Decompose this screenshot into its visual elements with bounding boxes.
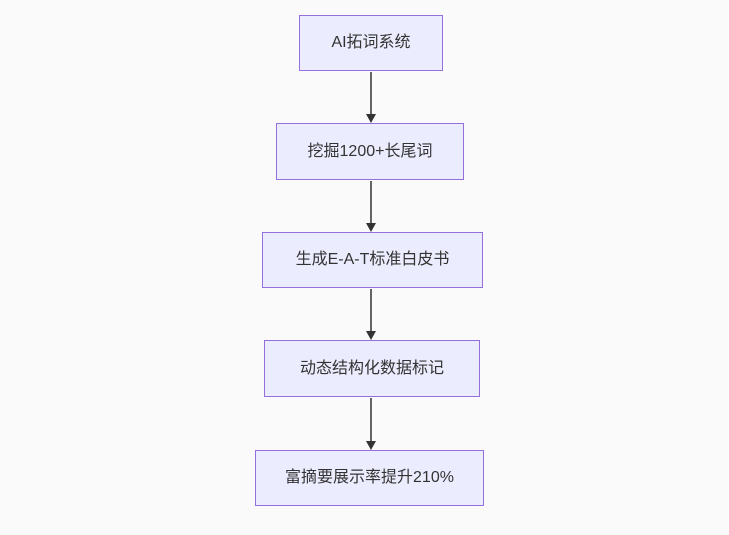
flow-node-structured-data-markup: 动态结构化数据标记 (264, 340, 480, 397)
node-label: 富摘要展示率提升210% (285, 469, 454, 487)
flow-node-longtail-mining: 挖掘1200+长尾词 (276, 123, 464, 180)
arrowhead-down-icon (366, 331, 376, 340)
arrow-step3-to-step4 (366, 289, 376, 340)
node-label: AI拓词系统 (331, 34, 411, 52)
arrow-step2-to-step3 (366, 181, 376, 232)
arrowhead-down-icon (366, 223, 376, 232)
flow-node-eat-whitepaper: 生成E-A-T标准白皮书 (262, 232, 483, 288)
node-label: 挖掘1200+长尾词 (307, 142, 433, 160)
node-label: 动态结构化数据标记 (299, 359, 444, 377)
arrowhead-down-icon (366, 441, 376, 450)
arrowhead-down-icon (366, 114, 376, 123)
flow-node-ai-keyword-system: AI拓词系统 (299, 15, 443, 71)
flow-node-rich-snippet-result: 富摘要展示率提升210% (255, 450, 484, 506)
arrow-step4-to-step5 (366, 398, 376, 450)
node-label: 生成E-A-T标准白皮书 (295, 251, 450, 269)
arrow-step1-to-step2 (366, 72, 376, 123)
